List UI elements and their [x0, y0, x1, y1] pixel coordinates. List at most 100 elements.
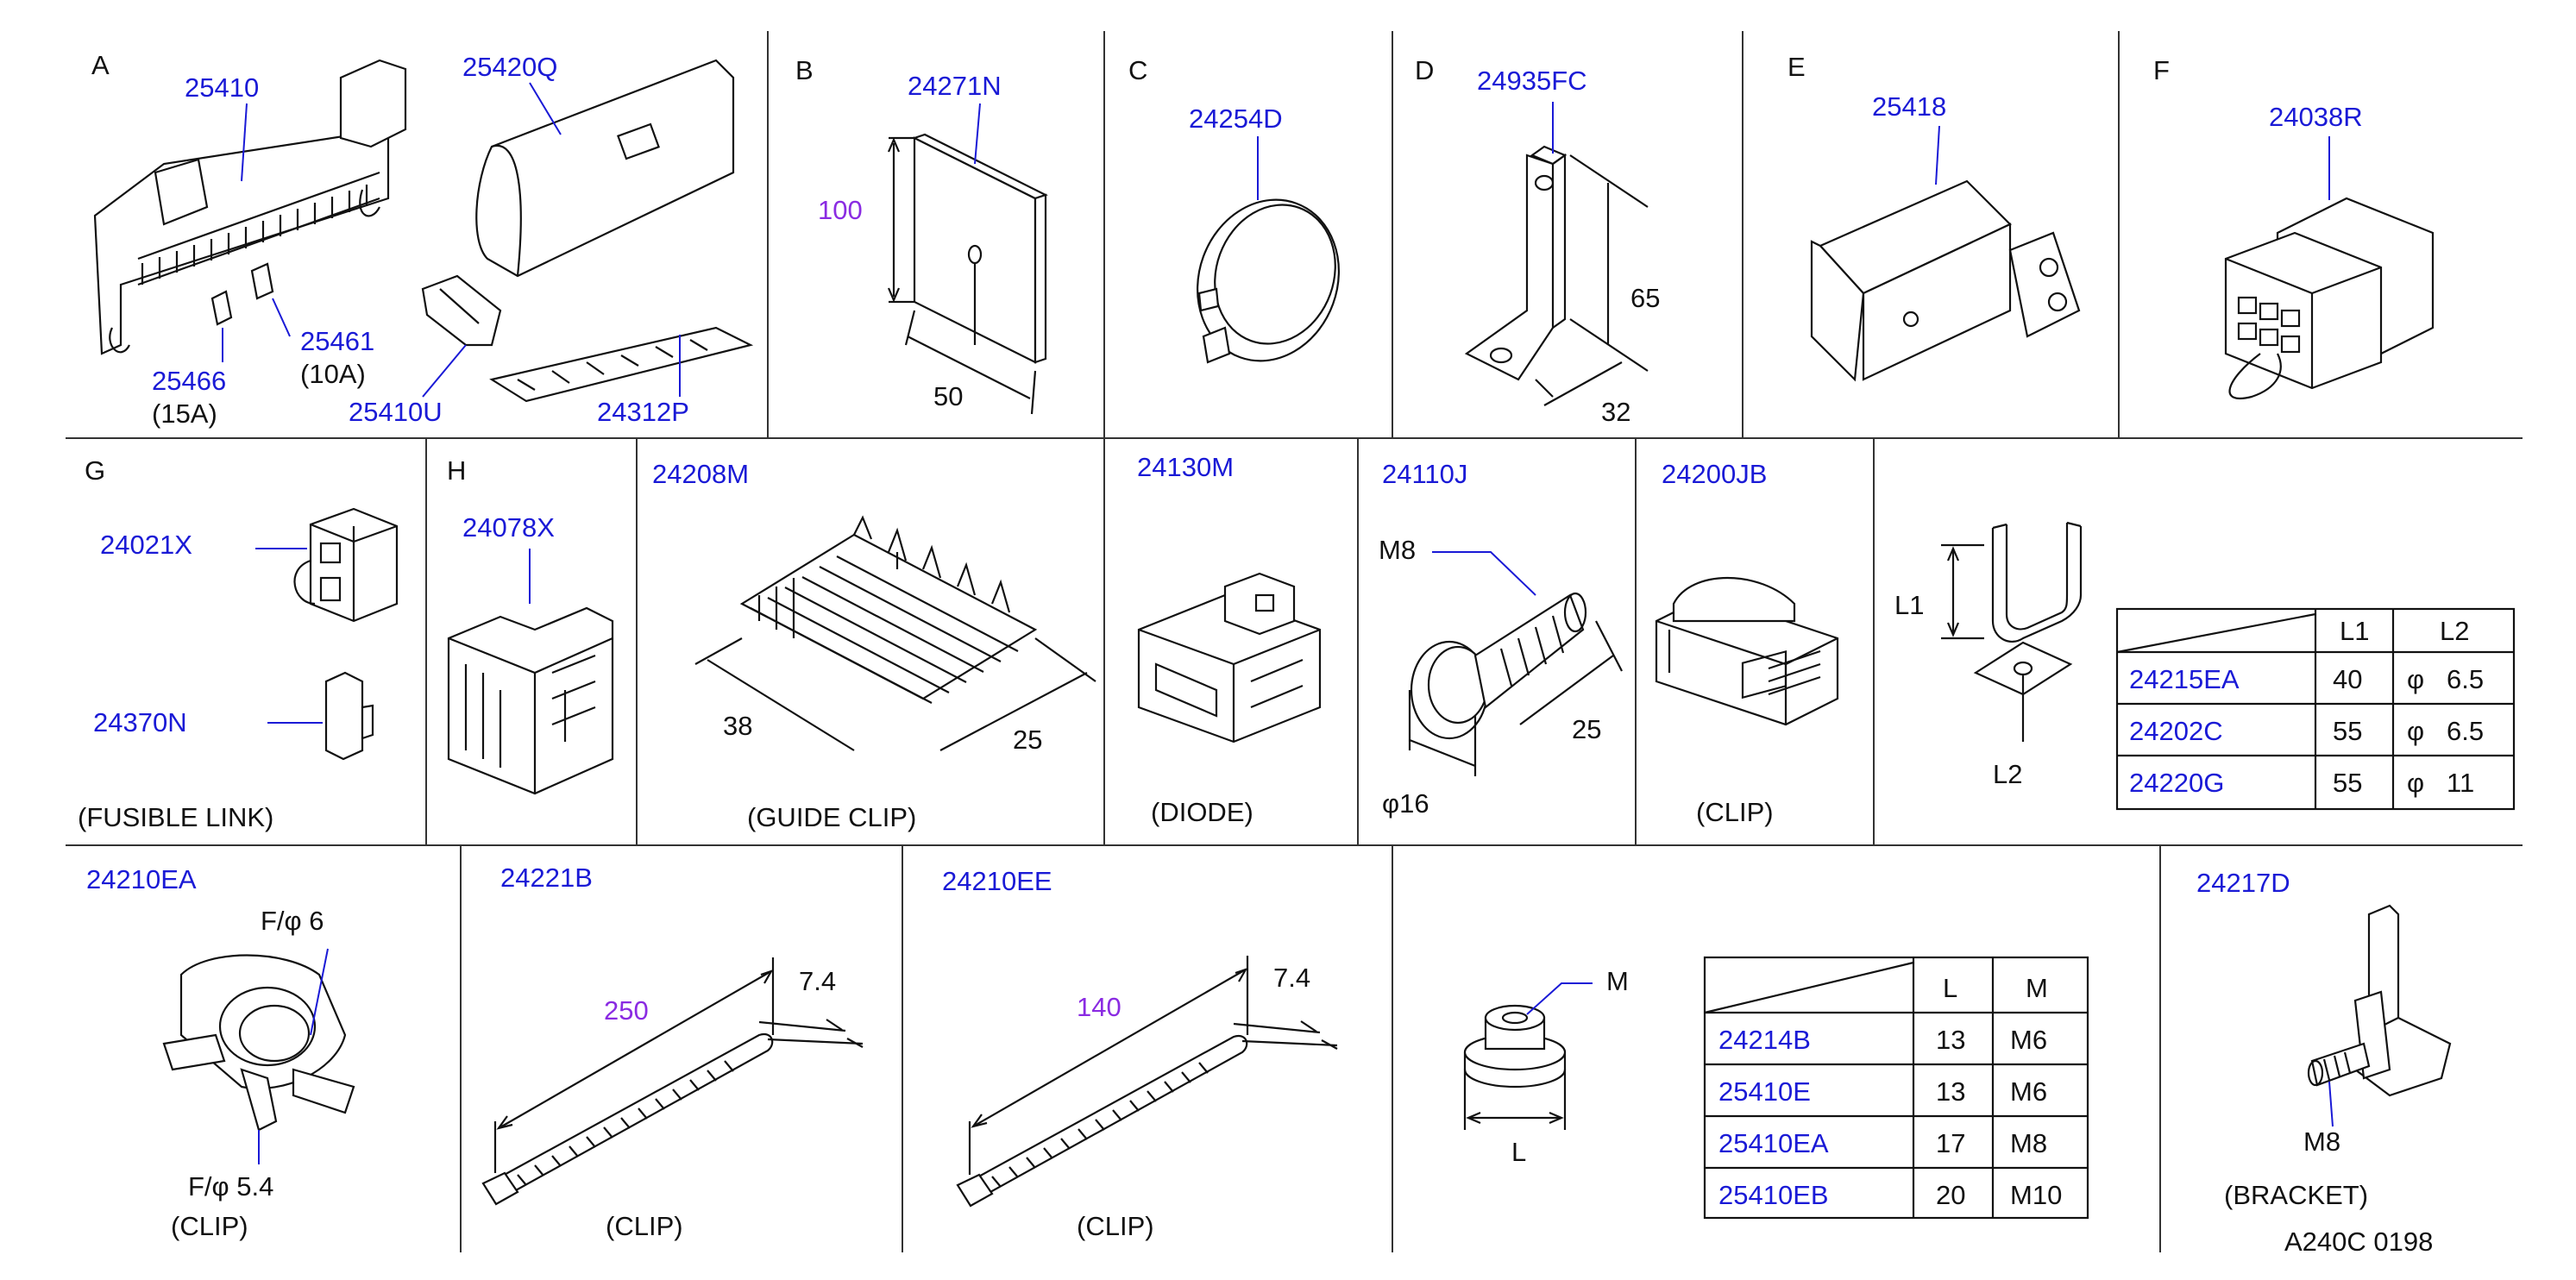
stud-clip-bracket-drawing: [2307, 904, 2452, 1127]
fusible-link-drawing: [255, 507, 399, 623]
part-number-24210ee: 24210EE: [942, 866, 1052, 896]
panel-c: C 24254D: [1128, 55, 1340, 364]
label-l: L: [1511, 1137, 1526, 1167]
dimension-height: 65: [1630, 283, 1660, 313]
table-cell-l2: 11: [2447, 768, 2474, 798]
panel-guide-clip: 24208M 38 25 (GUIDE CLIP): [652, 459, 1096, 832]
part-number-24935fc: 24935FC: [1477, 66, 1587, 96]
table-cell-phi: φ: [2407, 664, 2424, 694]
part-number-24021x: 24021X: [100, 530, 192, 560]
table-header-m: M: [2026, 973, 2048, 1003]
dimension-length: 25: [1572, 714, 1601, 744]
table-part-number: 24220G: [2129, 768, 2224, 798]
table-part-number: 25410EA: [1718, 1128, 1829, 1158]
box-bracket-drawing: [1810, 125, 2081, 382]
panel-h: H 24078X: [447, 455, 614, 795]
guide-clip-drawing: [694, 515, 1096, 751]
part-number-24078x: 24078X: [462, 512, 555, 543]
table-cell-m: M10: [2010, 1180, 2062, 1210]
relay-drawing: [447, 549, 614, 795]
label-strip-drawing: [489, 326, 754, 403]
panel-letter-c: C: [1128, 55, 1147, 85]
table-cell-l: 13: [1936, 1076, 1965, 1107]
table-part-number: 25410E: [1718, 1076, 1811, 1107]
panel-diode: 24130M (DIODE): [1137, 452, 1322, 827]
square-clip-drawing: [1655, 576, 1839, 726]
stud-bracket-drawing: [1464, 102, 1649, 406]
part-number-24221b: 24221B: [500, 863, 593, 893]
dimension-diameter: φ16: [1382, 788, 1429, 819]
table-cell-m: M6: [2010, 1076, 2047, 1107]
part-number-25418: 25418: [1872, 91, 1946, 122]
caption-clip: (CLIP): [1077, 1211, 1154, 1241]
table-cell-phi: φ: [2407, 716, 2424, 746]
relay-connector-drawing: [2224, 136, 2435, 399]
diagram-code: A240C 0198: [2284, 1227, 2433, 1257]
caption-bracket: (BRACKET): [2224, 1180, 2368, 1210]
part-number-24038r: 24038R: [2269, 102, 2363, 132]
fuse-cartridge-drawing: [267, 671, 374, 761]
diode-drawing: [1137, 572, 1322, 744]
panel-d: D 24935FC 65 32: [1415, 55, 1660, 427]
dimension-depth: 32: [1601, 397, 1630, 427]
tie-length: 250: [604, 995, 649, 1026]
thread-size: M8: [2303, 1126, 2340, 1157]
panel-g: G 24021X 24370N (FUSIBLE LINK): [78, 455, 399, 832]
clip-spec-top: F/φ 6: [261, 906, 324, 936]
fuse-drawing: [210, 262, 291, 362]
panel-b: B 24271N 100 50: [795, 55, 1048, 415]
fuse-cover-drawing: [475, 59, 735, 278]
panel-clip-24200jb: 24200JB (CLIP): [1655, 459, 1839, 827]
thread-size: M8: [1379, 535, 1416, 565]
tie-length: 140: [1077, 992, 1122, 1022]
caption-guide-clip: (GUIDE CLIP): [747, 802, 916, 832]
caption-clip: (CLIP): [1696, 797, 1774, 827]
panel-bracket-24217d: 24217D M8 (BRACKET) A240C 0198: [2196, 868, 2452, 1257]
pad-drawing: [887, 103, 1048, 415]
part-number-25420q: 25420Q: [462, 52, 557, 82]
panel-tie-24221b: 24221B 250 7.4 (CLIP): [481, 863, 864, 1241]
part-number-24110j: 24110J: [1382, 459, 1467, 489]
fuse-block-drawing: [93, 59, 407, 355]
panel-bracket-table: L1 L2 L1 L2 24215EA 40 φ: [1894, 521, 2516, 811]
table-cell-m: M6: [2010, 1025, 2047, 1055]
panel-letter-e: E: [1787, 52, 1806, 82]
flange-nut-drawing: [1463, 982, 1593, 1130]
caption-diode: (DIODE): [1151, 797, 1253, 827]
table-header-l2: L2: [2440, 616, 2469, 646]
tie-width: 7.4: [799, 966, 836, 996]
panel-a: A 25410 25420Q 25461 (10A) 25466 (15A) 2…: [91, 50, 754, 429]
dimension-height: 100: [818, 195, 863, 225]
panel-tie-24210ee: 24210EE 140 7.4 (CLIP): [942, 866, 1338, 1241]
caption-clip: (CLIP): [606, 1211, 683, 1241]
bolt-drawing: [1408, 551, 1623, 776]
clip-spec-bottom: F/φ 5.4: [188, 1171, 273, 1202]
rating-10a: (10A): [300, 359, 366, 389]
dimension-width: 25: [1013, 725, 1042, 755]
panel-letter-b: B: [795, 55, 814, 85]
table-part-number: 24215EA: [2129, 664, 2240, 694]
harness-clip-drawing: [162, 948, 355, 1164]
part-number-24210ea: 24210EA: [86, 864, 197, 894]
panel-letter-a: A: [91, 50, 110, 80]
table-part-number: 25410EB: [1718, 1180, 1829, 1210]
panel-nut-table: M L L M 24214B 13: [1463, 956, 2089, 1220]
tie-width: 7.4: [1273, 963, 1310, 993]
part-number-25461: 25461: [300, 326, 374, 356]
part-number-25410: 25410: [185, 72, 259, 103]
table-cell-phi: φ: [2407, 768, 2424, 798]
part-number-25466: 25466: [152, 366, 226, 396]
panel-grid: [66, 31, 2523, 1252]
table-header-l: L: [1943, 973, 1957, 1003]
label-l2: L2: [1993, 759, 2022, 789]
table-cell-l: 13: [1936, 1025, 1965, 1055]
cable-tie-drawing: [481, 957, 864, 1206]
panel-letter-f: F: [2153, 55, 2170, 85]
panel-clip-24210ea: 24210EA F/φ 6 F/φ 5.4 (CLIP): [86, 864, 355, 1241]
caption-fusible-link: (FUSIBLE LINK): [78, 802, 273, 832]
part-number-24370n: 24370N: [93, 707, 187, 737]
fuse-puller-drawing: [421, 274, 502, 398]
part-number-24254d: 24254D: [1189, 104, 1283, 134]
table-cell-m: M8: [2010, 1128, 2047, 1158]
part-number-24130m: 24130M: [1137, 452, 1234, 482]
